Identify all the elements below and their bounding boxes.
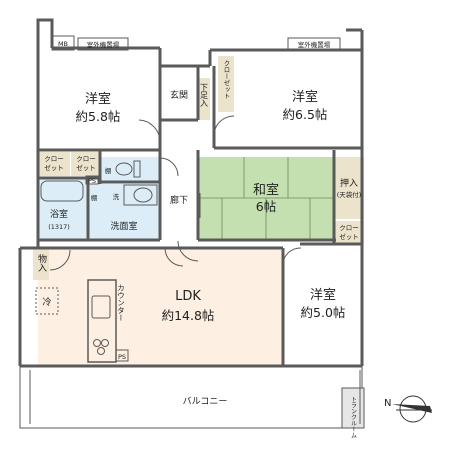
balcony-outline	[19, 365, 363, 429]
western-2-name: 洋室	[292, 89, 318, 105]
wash-label: 洗	[113, 192, 120, 201]
tenbukuro-label: (天袋付)	[337, 190, 362, 199]
counter-label: カウンター	[117, 284, 126, 322]
ps-kitchen-label: PS	[118, 353, 126, 361]
washroom-label: 洗面室	[110, 220, 137, 232]
japanese-name: 和室	[253, 182, 279, 198]
fridge-label: 冷	[42, 296, 51, 308]
north-arrow-icon: N	[384, 395, 432, 423]
closet-w1b-line2: ゼット	[76, 163, 96, 172]
western-1-name: 洋室	[85, 91, 111, 107]
closet-w1a-line1: クロー	[44, 155, 64, 163]
details	[29, 35, 361, 424]
closet-w1b-fill	[71, 152, 101, 176]
oshiire-label: 押入	[340, 177, 358, 189]
balcony-label: バルコニー	[183, 396, 228, 407]
western-1-size: 約5.8帖	[76, 109, 121, 124]
north-label: N	[384, 398, 391, 409]
bath-size-label: (1317)	[48, 223, 70, 231]
trunk-room-label: トランクルーム	[350, 396, 357, 438]
getabako-label: 下足入	[200, 83, 209, 107]
entrance-label: 玄関	[170, 89, 188, 101]
bathroom-label: 浴室	[50, 208, 68, 220]
outdoor-unit-1-label: 室外機置場	[87, 40, 120, 49]
tatami-grid	[199, 157, 333, 240]
ps-core-label: PS	[88, 177, 96, 185]
western-2-size: 約6.5帖	[283, 107, 328, 122]
western-3-size: 約5.0帖	[301, 305, 346, 320]
bath-floor	[38, 179, 87, 239]
japanese-size: 6帖	[256, 199, 276, 214]
outdoor-unit-2-label: 室外機置場	[298, 40, 331, 49]
closet-w1b-line1: クロー	[76, 155, 96, 163]
western-3-name: 洋室	[310, 287, 336, 303]
oshiire-fill	[334, 157, 364, 219]
walls	[18, 18, 364, 368]
closet-w3-line2: ゼット	[339, 232, 359, 241]
shelf-label: 棚	[105, 166, 112, 175]
closet-w1a-line2: ゼット	[44, 163, 64, 172]
storage-label: 物入	[36, 253, 47, 272]
storage-fill	[33, 248, 49, 280]
mb-label: MB	[58, 40, 68, 48]
linen-label: 棚	[91, 193, 98, 202]
closet-w2-fill	[218, 56, 234, 112]
closet-w1a-fill	[38, 152, 70, 176]
closet-w3-line1: クロー	[339, 224, 359, 232]
trunk-room-fill	[341, 387, 365, 429]
getabako-fill	[198, 78, 210, 120]
ldk-size: 約14.8帖	[162, 308, 215, 323]
ldk-name: LDK	[175, 289, 201, 304]
closet-w2-label: クローゼット	[222, 60, 230, 100]
toilet-floor	[101, 157, 159, 181]
hallway-label: 廊下	[170, 194, 188, 206]
ldk-floor	[38, 248, 283, 366]
closet-w3-fill	[334, 221, 364, 243]
